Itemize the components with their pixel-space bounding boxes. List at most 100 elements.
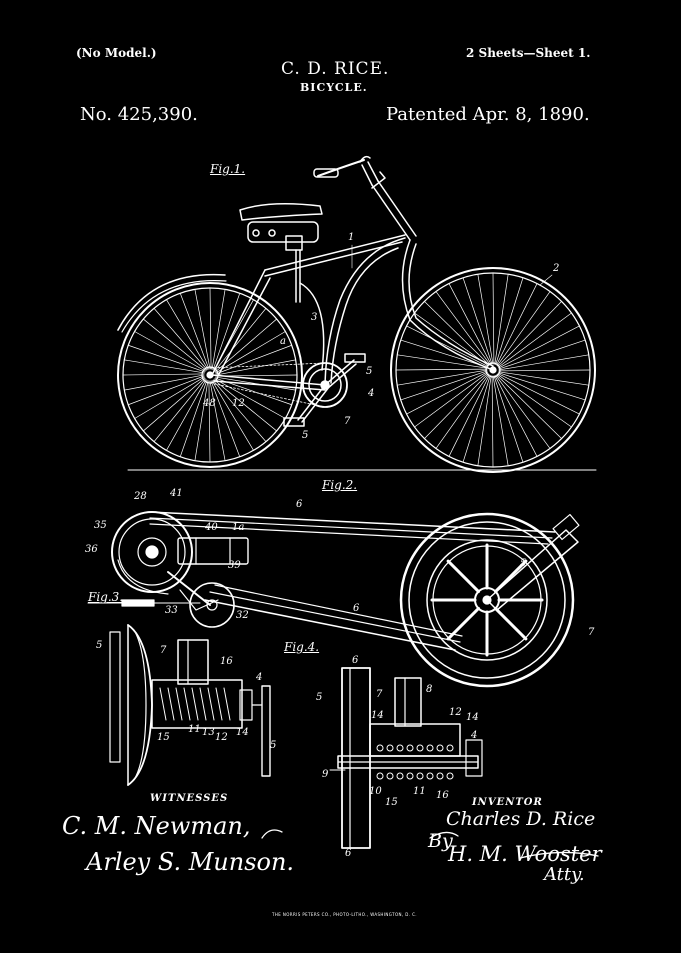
spoke [424, 373, 489, 439]
attorney-signature: H. M. Wooster [448, 842, 602, 866]
fig2-label: 5 [520, 558, 527, 569]
bearing-ball [426, 772, 434, 780]
bearing-ball [416, 744, 424, 752]
fig1-label: 3 [311, 312, 318, 323]
spoke [215, 331, 286, 374]
fig3-label: 12 [215, 732, 228, 743]
spring-coil [183, 687, 191, 721]
spoke [179, 379, 208, 458]
spoke [493, 375, 524, 463]
spoke [215, 344, 293, 375]
spoke [211, 288, 226, 370]
spoke [494, 375, 538, 457]
fig2-label: 36 [85, 544, 98, 555]
fig4-label: 14 [466, 712, 479, 723]
fig2-label: 33 [165, 605, 178, 616]
bearing-ball [426, 744, 434, 752]
spoke [497, 373, 580, 415]
fig3-label: 14 [236, 727, 249, 738]
spoke [122, 373, 205, 376]
fig4-label: 6 [352, 655, 359, 666]
spoke [414, 312, 490, 367]
fig4-label: 14 [371, 710, 384, 721]
spoke [448, 374, 490, 457]
spoke [498, 372, 586, 401]
fig1-label: 5 [366, 366, 373, 377]
fig2-label: 6 [353, 603, 360, 614]
bearing-ball [396, 744, 404, 752]
spoke [194, 380, 209, 462]
front-wheel [390, 267, 596, 473]
fig4-label: 10 [369, 786, 382, 797]
spoke [406, 325, 489, 367]
spoke [495, 277, 524, 365]
spoke [498, 339, 586, 370]
spoke [494, 273, 509, 365]
spoke [212, 292, 241, 371]
patent-date: Patented Apr. 8, 1890. [386, 104, 590, 125]
spoke [210, 380, 241, 458]
fig1-label: 12 [232, 398, 245, 409]
spoke [497, 301, 562, 367]
spoke [498, 354, 590, 371]
fig1-label: 4 [368, 388, 375, 399]
spring-coil [223, 687, 231, 721]
inventor-heading: INVENTOR [472, 797, 543, 808]
fig4-label: 4 [471, 730, 478, 741]
spoke [462, 375, 491, 463]
bearing-ball [406, 772, 414, 780]
spoke [496, 291, 551, 367]
fig4-label: 6 [345, 848, 352, 859]
spoke [477, 375, 492, 467]
bearing-ball [436, 744, 444, 752]
spoke [396, 354, 488, 369]
fig1-label: 7 [344, 416, 351, 427]
fig3-label: 7 [160, 645, 167, 656]
spoke [194, 288, 211, 370]
fig2-label: 7 [588, 627, 595, 638]
witness-1-signature: C. M. Newman, [62, 812, 251, 840]
rear-wheel [117, 282, 303, 468]
inventor-signature: Charles D. Rice [446, 808, 596, 830]
figure-4-section [329, 667, 483, 849]
spring-coil [167, 687, 175, 721]
bearing-ball [446, 744, 454, 752]
fig4-label: 9 [322, 769, 329, 780]
spoke [213, 379, 277, 432]
fig4-label: 8 [426, 684, 433, 695]
fig3-label: 5 [270, 740, 277, 751]
fig3-label: 16 [220, 656, 233, 667]
spoke [395, 368, 488, 371]
spoke [143, 318, 207, 371]
figure-3-section [109, 624, 271, 786]
spoke [123, 374, 205, 391]
fig2-label: 40 [205, 522, 218, 533]
spoke [127, 344, 206, 373]
fig3-label: 15 [157, 732, 170, 743]
frame [209, 155, 494, 427]
fig2-label: 35 [94, 520, 107, 531]
fig4-label: 11 [413, 786, 426, 797]
spoke [143, 377, 206, 432]
witness-2-signature: Arley S. Munson. [86, 848, 295, 876]
fig1-label: 48 [203, 398, 216, 409]
spoke [212, 379, 267, 442]
spoke [498, 369, 591, 372]
bearing-ball [386, 772, 394, 780]
spoke [166, 299, 209, 370]
spoke [209, 287, 212, 370]
spoke [214, 308, 267, 372]
spoke [498, 371, 590, 386]
spoke [127, 375, 205, 406]
spoke [493, 559, 528, 594]
spoke [400, 339, 488, 368]
fig2-label: 32 [236, 610, 249, 621]
spoke [134, 376, 205, 419]
patent-number: No. 425,390. [80, 104, 198, 125]
spoke [134, 331, 206, 372]
spoke [448, 283, 492, 365]
patent-title: BICYCLE. [300, 81, 368, 94]
spoke [424, 301, 490, 366]
spoke [414, 372, 489, 428]
spoke [492, 272, 495, 365]
